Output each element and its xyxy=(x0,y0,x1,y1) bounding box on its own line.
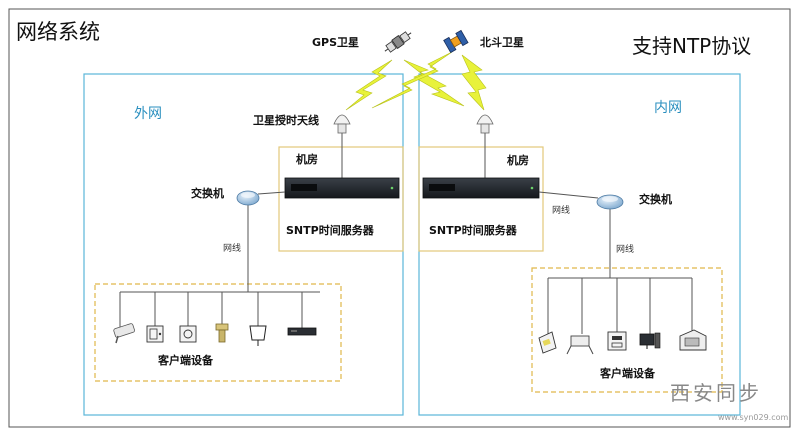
server-room-left xyxy=(278,146,404,252)
sntp-server-left xyxy=(284,177,400,199)
turnstile-icon xyxy=(566,335,594,355)
outer-network-zone xyxy=(83,73,404,416)
printer-icon xyxy=(607,331,627,351)
client-group-label-inner: 客户端设备 xyxy=(600,367,655,380)
inner-network-zone xyxy=(418,73,741,416)
gps-satellite-icon xyxy=(384,31,412,53)
outer-frame xyxy=(8,8,791,428)
sntp-server-right xyxy=(422,177,540,199)
switch-right-icon xyxy=(596,194,624,210)
client-group-inner xyxy=(531,267,723,393)
server-room-right xyxy=(418,146,544,252)
server-room-label-right: 机房 xyxy=(507,154,529,167)
link-beidou-left xyxy=(371,51,453,109)
switch-left-icon xyxy=(236,190,260,206)
link-gps-right xyxy=(403,59,465,107)
beidou-satellite-icon xyxy=(443,29,469,54)
cable-label-outer: 网线 xyxy=(223,244,242,254)
antenna-right-icon xyxy=(476,114,494,178)
zone-label-inner: 内网 xyxy=(654,100,682,116)
client-group-label-outer: 客户端设备 xyxy=(158,354,213,367)
server-label-left: SNTP时间服务器 xyxy=(286,224,374,237)
beidou-satellite-label: 北斗卫星 xyxy=(480,36,524,49)
camera-icon xyxy=(113,323,135,344)
card-reader-icon xyxy=(538,331,557,354)
switch-label-left: 交换机 xyxy=(191,187,224,200)
antenna-left-icon xyxy=(333,114,351,178)
watermark-brand: 西安同步 xyxy=(670,381,762,405)
switch-label-right: 交换机 xyxy=(639,193,672,206)
network-device-icon xyxy=(287,327,317,336)
zone-label-outer: 外网 xyxy=(134,106,162,122)
link-beidou-right xyxy=(461,54,487,111)
page-title: 网络系统 xyxy=(16,20,100,44)
antenna-label: 卫星授时天线 xyxy=(253,114,319,127)
satellite-links xyxy=(345,51,487,111)
watermark-url: www.syn029.com xyxy=(718,413,789,422)
client-group-outer xyxy=(94,283,342,382)
network-cables xyxy=(119,191,693,334)
gps-satellite-label: GPS卫星 xyxy=(312,36,360,49)
server-room-label-left: 机房 xyxy=(296,153,318,166)
safe-icon xyxy=(146,325,164,343)
safe-icon xyxy=(179,325,197,343)
cable-label-server: 网线 xyxy=(552,206,571,216)
display-stand-icon xyxy=(249,325,267,346)
protocol-note: 支持NTP协议 xyxy=(632,34,752,58)
computer-icon xyxy=(639,332,661,349)
kiosk-icon xyxy=(679,329,707,351)
cable-label-inner: 网线 xyxy=(616,245,635,255)
server-label-right: SNTP时间服务器 xyxy=(429,224,517,237)
link-gps-left xyxy=(345,59,393,111)
pump-icon xyxy=(215,323,229,343)
